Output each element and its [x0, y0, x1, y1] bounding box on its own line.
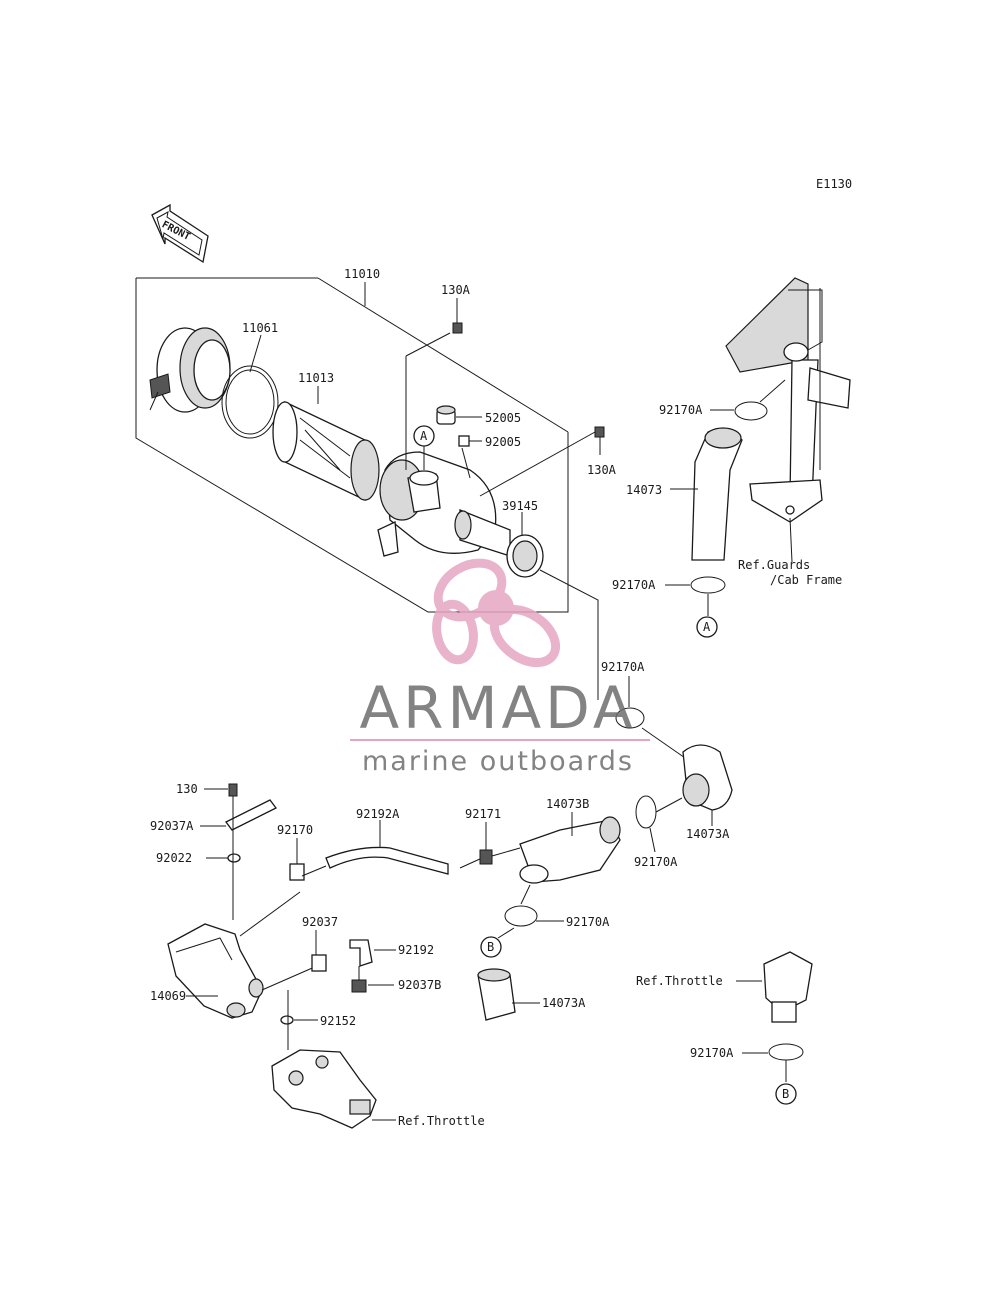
throttle-body-left: [271, 1049, 396, 1129]
label-14073b: 14073B: [546, 797, 589, 811]
filter-element: [272, 400, 380, 502]
label-92037b: 92037B: [398, 978, 441, 992]
callout-a-circle: [696, 616, 718, 638]
label-11010: 11010: [344, 267, 380, 281]
intake-14069: [167, 891, 327, 1019]
callout-a-label: A: [703, 620, 711, 634]
callout-a2-label: A: [420, 429, 428, 443]
clamp-92170a-upper: [710, 379, 786, 421]
watermark-name: ARMADA: [359, 674, 636, 742]
fitting-92005: [458, 435, 482, 479]
seal-39145: [506, 512, 599, 700]
label-130a-top: 130A: [441, 283, 471, 297]
label-ref-throttle-right: Ref.Throttle: [636, 974, 723, 988]
label-92005: 92005: [485, 435, 521, 449]
label-92152: 92152: [320, 1014, 356, 1028]
watermark-propeller-icon: [432, 558, 561, 668]
label-130a-right: 130A: [587, 463, 617, 477]
label-92192: 92192: [398, 943, 434, 957]
label-92170a-lowleft: 92170A: [566, 915, 610, 929]
callout-b-label: B: [487, 940, 494, 954]
pipe-14073b: [519, 812, 621, 884]
label-14073a-boot: 14073A: [542, 996, 586, 1010]
o-ring: [221, 365, 279, 439]
label-14069: 14069: [150, 989, 186, 1003]
label-92170a-right: 92170A: [634, 855, 678, 869]
label-92037a: 92037A: [150, 819, 194, 833]
air-cleaner-cover: [149, 327, 231, 413]
diagram-code: E1130: [816, 177, 852, 191]
label-92170: 92170: [277, 823, 313, 837]
hose-92192a: [325, 820, 483, 875]
front-arrow-icon: FRONT: [151, 203, 209, 264]
label-ref-guards: Ref.Guards: [738, 558, 810, 572]
label-130: 130: [176, 782, 198, 796]
bolt-130a-top: [405, 298, 463, 470]
clamp-92170a-right: [635, 795, 683, 853]
label-11013: 11013: [298, 371, 334, 385]
clip-92170: [289, 838, 327, 881]
clip-92037: [311, 930, 327, 972]
label-92170a-mid: 92170A: [601, 660, 645, 674]
fitting-92192: [349, 939, 396, 967]
label-92192a: 92192A: [356, 807, 400, 821]
bolt-130a-right: [479, 426, 605, 497]
assembly-frame: [135, 277, 569, 613]
hose-14073: [670, 427, 743, 561]
strap-92037a: [200, 799, 277, 831]
cab-frame-guard: [725, 277, 851, 563]
bolt-130: [204, 783, 238, 797]
label-92171: 92171: [465, 807, 501, 821]
clamp-92170a-bottom-right: [742, 1043, 804, 1082]
label-92170a-bottom-right: 92170A: [690, 1046, 734, 1060]
clamp-92170a-lowleft: [504, 884, 564, 927]
label-ref-throttle-left: Ref.Throttle: [398, 1114, 485, 1128]
watermark-tagline: marine outboards: [362, 746, 634, 777]
label-92022: 92022: [156, 851, 192, 865]
label-14073: 14073: [626, 483, 662, 497]
clamp-92170a-lower: [665, 576, 726, 616]
clamp-92170a-mid: [615, 676, 689, 761]
washer-92022: [206, 796, 241, 920]
boot-14073a: [477, 968, 540, 1021]
clip-92037b: [351, 966, 394, 993]
label-11061: 11061: [242, 321, 278, 335]
throttle-body-right: [736, 951, 813, 1023]
label-14073a-elbow: 14073A: [686, 827, 730, 841]
label-ref-cab-frame: /Cab Frame: [770, 573, 842, 587]
label-52005: 52005: [485, 411, 521, 425]
elbow-14073a: [682, 744, 733, 826]
o-ring-inner: [225, 369, 275, 435]
callout-b-circle: [480, 936, 502, 958]
clip-92171: [479, 822, 521, 865]
callout-b2-label: B: [782, 1087, 789, 1101]
label-39145: 39145: [502, 499, 538, 513]
air-cleaner-case: [377, 451, 511, 557]
label-92037: 92037: [302, 915, 338, 929]
label-92170a-lower: 92170A: [612, 578, 656, 592]
label-92170a-upper: 92170A: [659, 403, 703, 417]
washer-92152: [280, 990, 318, 1050]
callout-b2-circle: [775, 1083, 797, 1105]
cap-52005: [436, 405, 482, 425]
